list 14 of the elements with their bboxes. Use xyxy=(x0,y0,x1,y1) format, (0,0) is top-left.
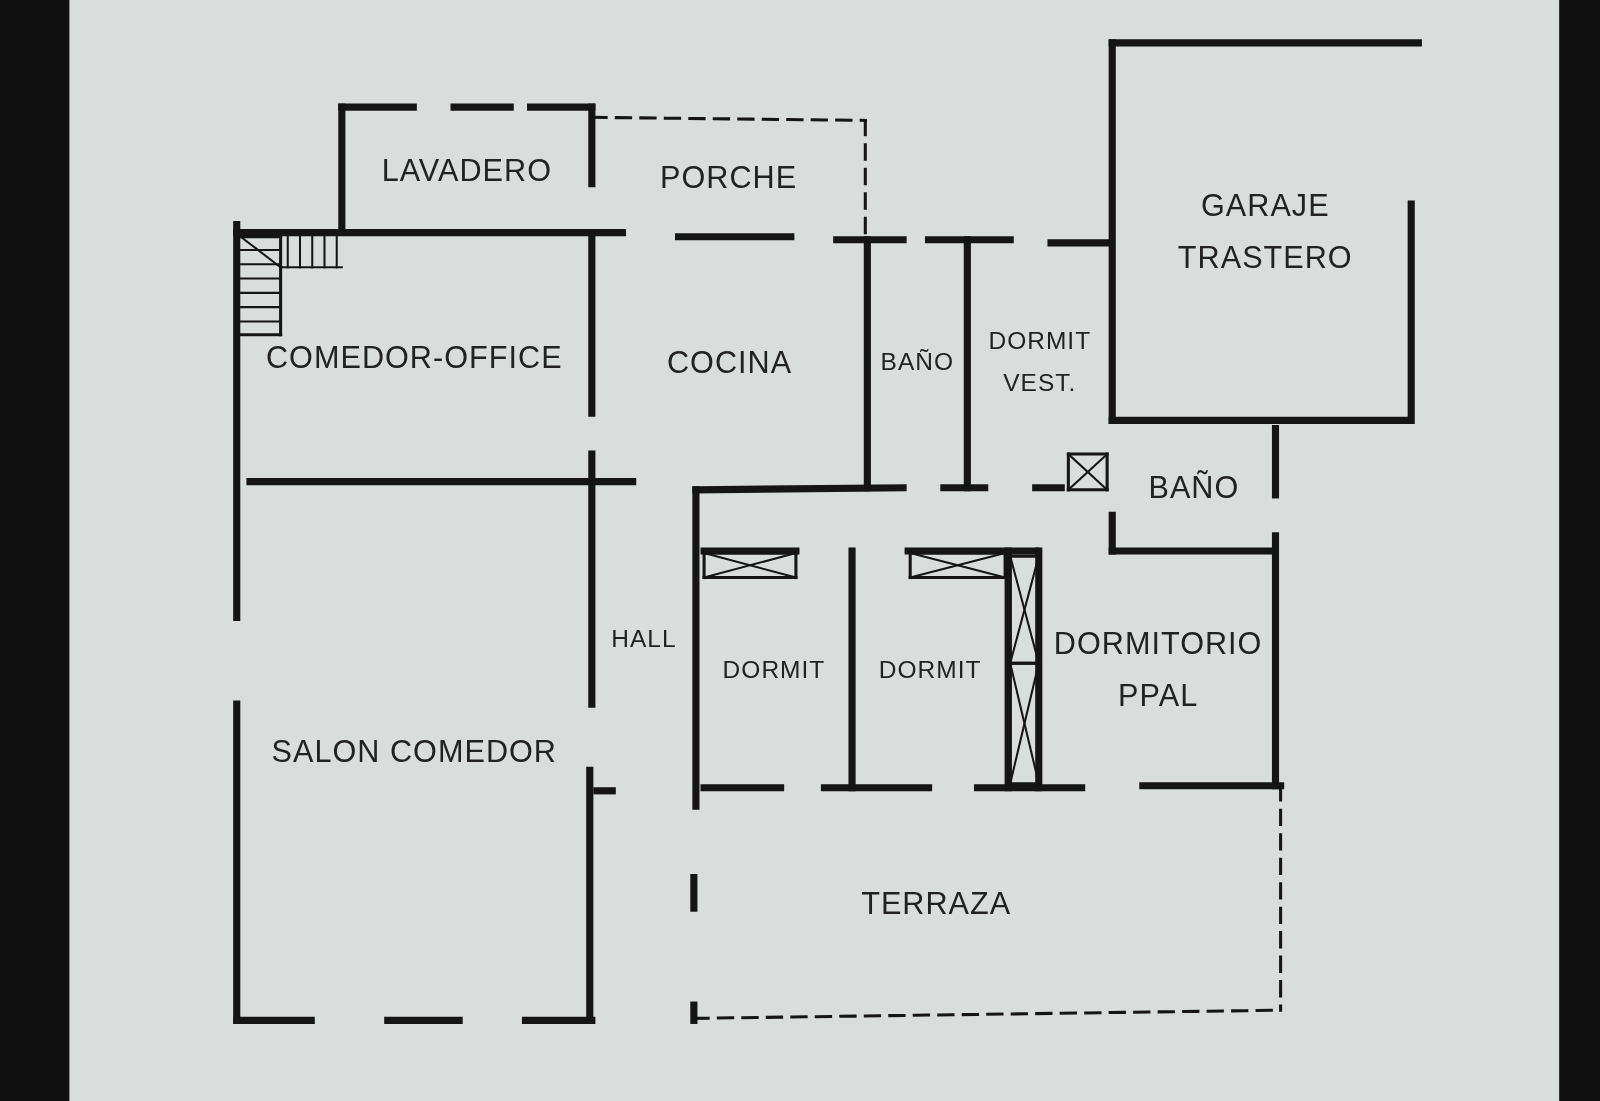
room-label: BAÑO xyxy=(1148,469,1240,507)
room-label: DORMITORIO PPAL xyxy=(1052,625,1264,715)
room-label: DORMIT xyxy=(722,653,826,685)
room-label: TERRAZA xyxy=(861,885,1012,922)
room-label: GARAJE TRASTERO xyxy=(1176,187,1354,277)
room-label: PORCHE xyxy=(660,159,798,196)
room-label: SALON COMEDOR xyxy=(271,733,557,770)
room-label: BAÑO xyxy=(880,346,955,378)
room-label: COCINA xyxy=(667,344,793,382)
room-label: HALL xyxy=(611,623,677,655)
room-label: DORMIT VEST. xyxy=(987,325,1093,398)
room-label: DORMIT xyxy=(878,653,982,685)
room-label: COMEDOR-OFFICE xyxy=(266,339,563,376)
room-label: LAVADERO xyxy=(381,152,552,189)
